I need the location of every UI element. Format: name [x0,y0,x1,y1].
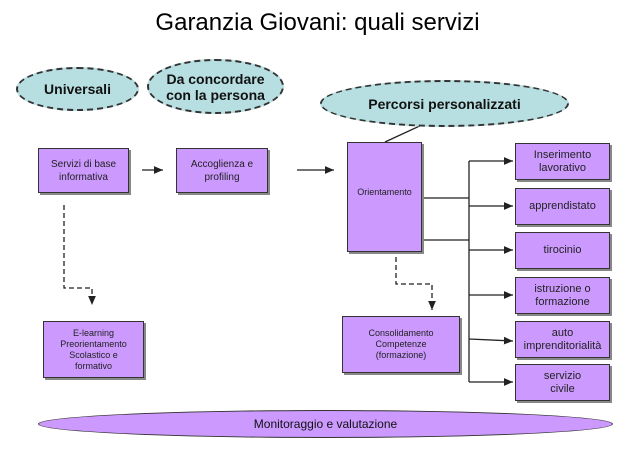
percorso-auto-imprenditorialita: auto imprenditorialità [515,321,610,358]
category-universali: Universali [16,67,139,111]
percorso-tirocinio: tirocinio [515,232,610,269]
category-percorsi: Percorsi personalizzati [320,80,569,127]
box-servizi-base: Servizi di base informativa [38,148,129,193]
box-orientamento: Orientamento [347,142,422,252]
percorso-servizio-civile: servizio civile [515,364,610,401]
percorso-istruzione: istruzione o formazione [515,277,610,314]
page-title: Garanzia Giovani: quali servizi [155,9,480,36]
category-da-concordare: Da concordare con la persona [147,59,284,114]
monitoraggio-ellipse: Monitoraggio e valutazione [38,410,613,438]
percorso-apprendistato: apprendistato [515,188,610,225]
box-elearning: E-learning Preorientamento Scolastico e … [43,321,144,378]
percorso-inserimento: Inserimento lavorativo [515,143,610,180]
box-accoglienza: Accoglienza e profiling [176,148,268,193]
box-consolidamento: Consolidamento Competenze (formazione) [342,316,460,373]
